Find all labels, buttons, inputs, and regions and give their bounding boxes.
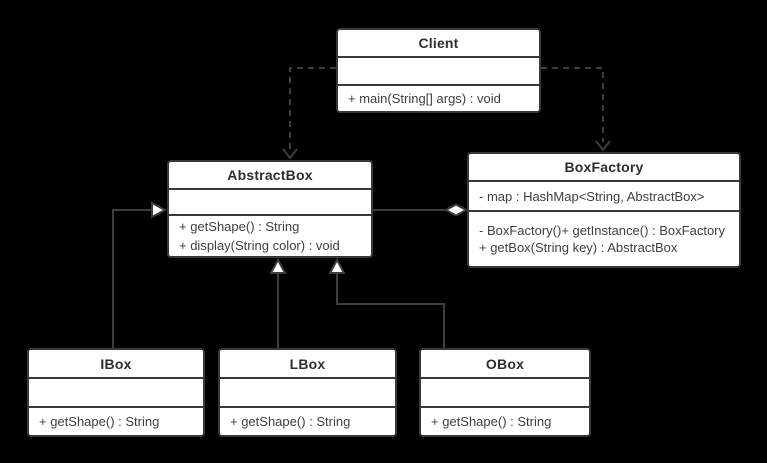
attributes-compartment: - map : HashMap<String, AbstractBox> <box>469 182 739 212</box>
class-box-obox: OBox + getShape() : String <box>419 348 591 437</box>
dependency-edge-client-abstractbox <box>289 67 336 150</box>
dependency-edge-client-boxfactory <box>541 67 604 142</box>
methods-compartment: - BoxFactory()+ getInstance() : BoxFacto… <box>469 212 739 266</box>
attributes-compartment <box>220 379 395 408</box>
class-box-client: Client + main(String[] args) : void <box>336 28 541 113</box>
method: + getBox(String key) : AbstractBox <box>479 240 678 255</box>
method: + display(String color) : void <box>179 238 340 253</box>
methods-compartment: + getShape() : String <box>421 408 589 435</box>
class-title: LBox <box>220 350 395 379</box>
hollow-diamond-icon <box>443 203 469 217</box>
attributes-compartment <box>29 379 203 408</box>
class-box-ibox: IBox + getShape() : String <box>27 348 205 437</box>
open-arrowhead-icon <box>282 148 298 160</box>
open-arrowhead-icon <box>595 140 611 152</box>
methods-compartment: + main(String[] args) : void <box>338 86 539 111</box>
methods-compartment: + getShape() : String <box>29 408 203 435</box>
class-title: AbstractBox <box>169 162 371 190</box>
attributes-compartment <box>421 379 589 408</box>
class-box-lbox: LBox + getShape() : String <box>218 348 397 437</box>
method: - BoxFactory()+ getInstance() : BoxFacto… <box>479 223 725 238</box>
class-box-boxfactory: BoxFactory - map : HashMap<String, Abstr… <box>467 152 741 268</box>
attributes-compartment <box>338 58 539 86</box>
method: + getShape() : String <box>39 414 160 429</box>
hollow-triangle-icon <box>269 257 287 274</box>
class-box-abstractbox: AbstractBox + getShape() : String + disp… <box>167 160 373 258</box>
hollow-triangle-icon <box>328 257 346 274</box>
method: + getShape() : String <box>230 414 351 429</box>
class-title: OBox <box>421 350 589 379</box>
methods-compartment: + getShape() : String <box>220 408 395 435</box>
class-title: IBox <box>29 350 203 379</box>
method: + getShape() : String <box>179 219 300 234</box>
generalization-edge-obox-abstractbox <box>336 272 445 348</box>
generalization-edge-ibox-abstractbox <box>112 209 151 348</box>
methods-compartment: + getShape() : String + display(String c… <box>169 216 371 256</box>
attribute: - map : HashMap<String, AbstractBox> <box>479 188 705 204</box>
class-title: BoxFactory <box>469 154 739 182</box>
hollow-triangle-icon <box>151 201 168 219</box>
attributes-compartment <box>169 190 371 216</box>
method: + main(String[] args) : void <box>348 91 501 106</box>
class-title: Client <box>338 30 539 58</box>
method: + getShape() : String <box>431 414 552 429</box>
